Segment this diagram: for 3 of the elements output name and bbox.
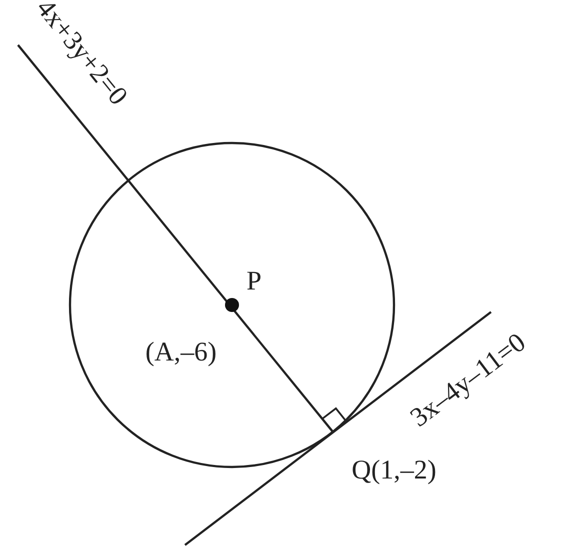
point-label: P [246,268,262,294]
coordinate-label: (A,–6) [145,338,217,366]
point-label: Q(1,–2) [352,456,436,484]
